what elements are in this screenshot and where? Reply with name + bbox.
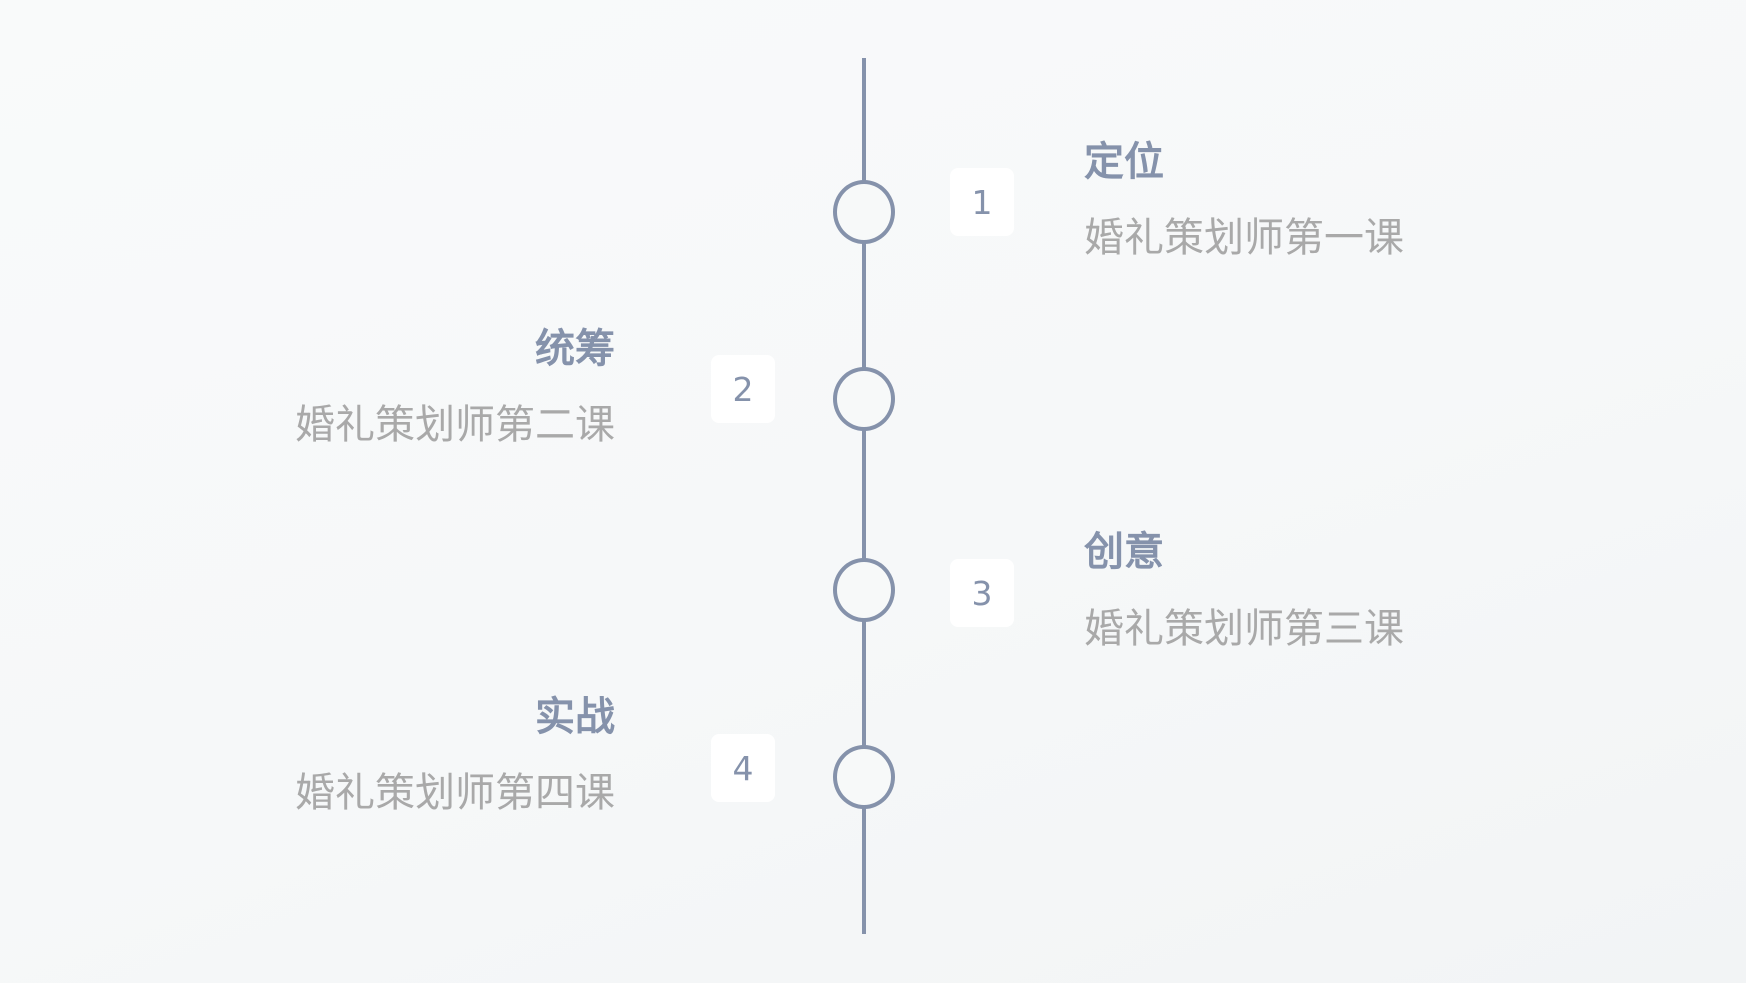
- step-number-3: 3: [950, 559, 1014, 627]
- step-subtitle-3: 婚礼策划师第三课: [1084, 606, 1404, 652]
- timeline-line: [862, 58, 866, 934]
- step-number-2: 2: [711, 355, 775, 423]
- step-title-3: 创意: [1084, 529, 1164, 575]
- step-subtitle-1: 婚礼策划师第一课: [1084, 215, 1404, 261]
- timeline-node-1: [833, 180, 895, 244]
- step-subtitle-4: 婚礼策划师第四课: [295, 770, 615, 816]
- step-title-2: 统筹: [535, 326, 615, 372]
- timeline-node-3: [833, 558, 895, 622]
- step-subtitle-2: 婚礼策划师第二课: [295, 402, 615, 448]
- timeline-node-4: [833, 745, 895, 809]
- step-title-1: 定位: [1084, 139, 1164, 185]
- step-number-1: 1: [950, 168, 1014, 236]
- timeline-node-2: [833, 367, 895, 431]
- step-title-4: 实战: [535, 694, 615, 740]
- step-number-4: 4: [711, 734, 775, 802]
